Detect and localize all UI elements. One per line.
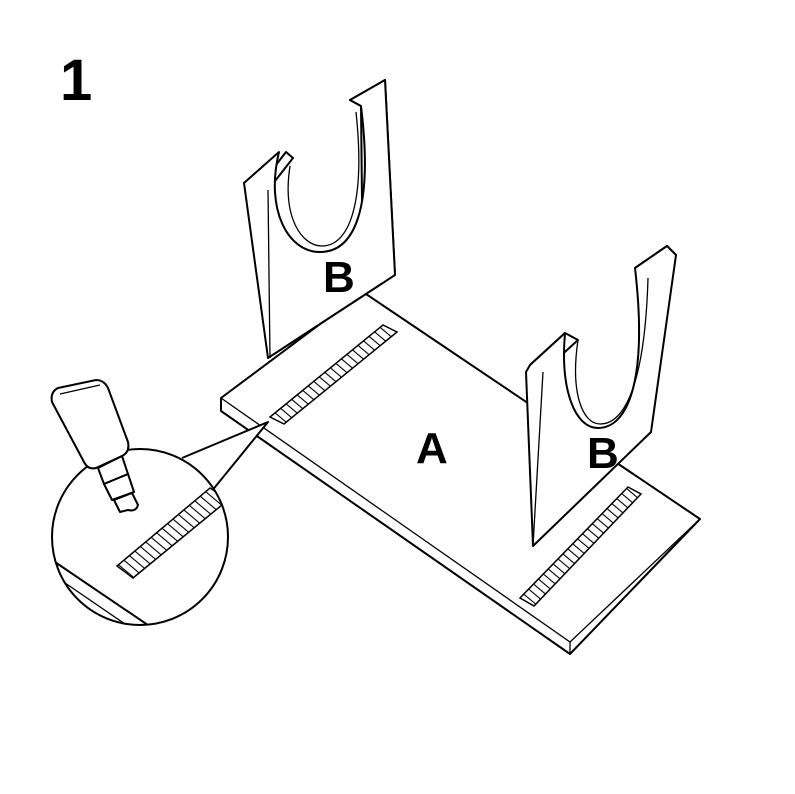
part-label-a: A <box>416 424 448 473</box>
support-b-right <box>525 245 677 547</box>
detail-callout <box>51 421 269 626</box>
glue-bottle-icon <box>50 379 139 513</box>
part-label-b-left: B <box>323 253 355 302</box>
step-number: 1 <box>60 48 92 113</box>
part-label-b-right: B <box>587 429 619 478</box>
glue-slot-left <box>268 324 399 425</box>
base-board-a <box>220 291 701 655</box>
support-b-left <box>243 79 396 359</box>
glue-slot-right <box>518 486 643 607</box>
